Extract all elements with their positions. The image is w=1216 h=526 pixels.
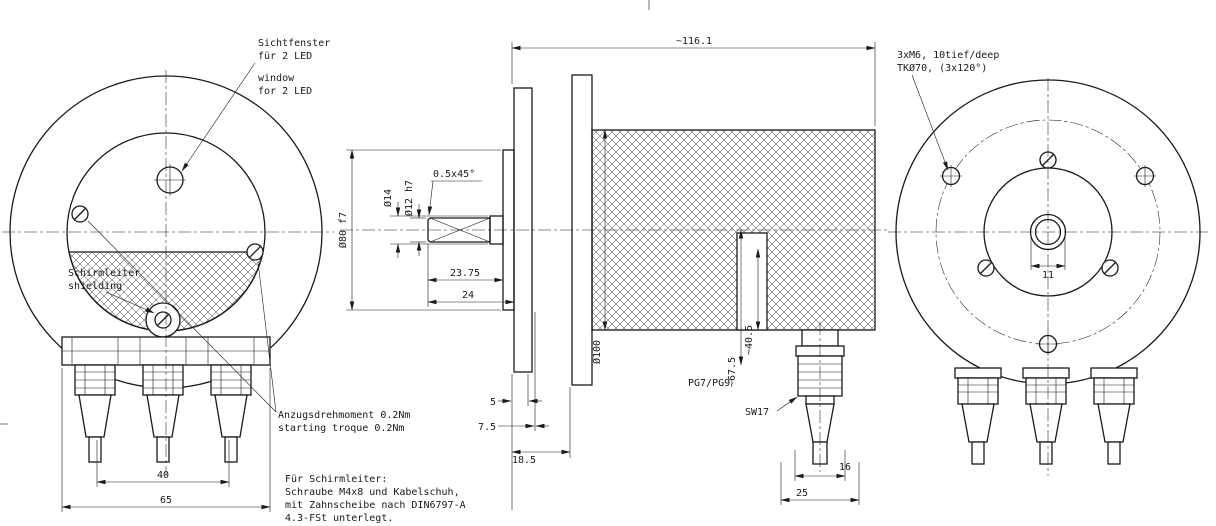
dim-gland-total: 25	[780, 462, 860, 505]
m6-hole	[1134, 165, 1156, 187]
torque-note-en: starting troque 0.2Nm	[278, 423, 404, 434]
m6-hole	[940, 165, 962, 187]
leader-line	[257, 261, 277, 413]
cable-gland	[74, 364, 116, 463]
dim-cable-offset-2-label: ~67.5	[727, 357, 738, 387]
shield-note-en: shielding	[68, 281, 122, 292]
screw-slot	[73, 207, 87, 221]
dim-gland-width: 16	[794, 450, 851, 481]
dim-overall-width: 65	[61, 368, 271, 512]
dim-shaft: Ø12 h7	[403, 180, 426, 256]
cable-gland	[1022, 367, 1070, 465]
cable-gland	[210, 364, 252, 463]
leader-line	[911, 74, 949, 171]
dim-overall-length: ~116.1	[511, 36, 876, 126]
shield-instruction-2: Schraube M4x8 und Kabelschuh,	[285, 487, 460, 498]
shield-instruction-1: Für Schirmleiter:	[285, 474, 387, 485]
dim-center-hole: 11	[1030, 236, 1066, 281]
dim-collar-label: 7.5	[478, 422, 496, 433]
dim-cable-offset-2: ~67.5	[727, 229, 744, 387]
front-screw	[71, 205, 89, 223]
dim-front-section-label: 18.5	[512, 455, 536, 466]
dim-chain-left: 5 7.5 18.5	[478, 312, 571, 510]
screw-slot	[1103, 261, 1117, 275]
cable-gland	[142, 364, 184, 463]
shield-note-de: Schirmleiter	[68, 268, 140, 279]
dim-gland-w-label: 16	[839, 462, 851, 473]
dim-shaft-label: Ø12 h7	[403, 180, 415, 216]
dim-shaft-length-1-label: 23.75	[450, 268, 480, 279]
window-note-de-2: für 2 LED	[258, 51, 312, 62]
dim-gland-pitch: 40	[96, 440, 230, 487]
window-note-en-2: for 2 LED	[258, 86, 312, 97]
leader-line	[181, 62, 256, 172]
leader-line	[427, 180, 434, 216]
gland-thread-label: PG7/PG9	[688, 378, 730, 389]
screw-slot	[979, 261, 993, 275]
shield-screw	[154, 311, 172, 329]
dim-flange-t-label: 5	[490, 397, 496, 408]
cable-gland	[954, 367, 1002, 465]
dim-shaft-hub-label: Ø14	[382, 189, 394, 207]
screw-slot	[248, 245, 262, 259]
dim-overall-width-label: 65	[160, 495, 172, 506]
mount-note-2: TKØ70, (3x120°)	[897, 62, 987, 74]
leader-line	[105, 291, 155, 314]
dim-shaft-length-1: 23.75	[427, 244, 504, 307]
dim-cable-offset-1-label: ~40.5	[744, 325, 755, 355]
cable-gland	[1090, 367, 1138, 465]
leader-line	[87, 220, 277, 413]
dim-shaft-hub: Ø14	[382, 189, 488, 258]
shield-instruction-3: mit Zahnscheibe nach DIN6797-A	[285, 500, 466, 511]
rear-screw	[1101, 259, 1119, 277]
dim-flange-fit-label: Ø80 f7	[337, 212, 349, 248]
chamfer-label: 0.5x45°	[433, 169, 475, 180]
dim-flange-fit: Ø80 f7	[337, 149, 501, 311]
front-view: 40 65 Sichtfenster für 2 LED window for …	[2, 38, 466, 524]
leader-line	[776, 396, 798, 412]
dim-gland-pitch-label: 40	[157, 470, 169, 481]
window-note-en-1: window	[258, 73, 295, 84]
rear-screw	[977, 259, 995, 277]
window-note-de-1: Sichtfenster	[258, 38, 330, 49]
cable-channel	[736, 232, 768, 331]
side-view: ~116.1 0.5x45° Ø80 f7 Ø14 Ø12 h7	[337, 36, 890, 510]
wrench-size-label: SW17	[745, 407, 769, 418]
torque-note-de: Anzugsdrehmoment 0.2Nm	[278, 410, 410, 421]
screw-slot	[156, 313, 170, 327]
dim-center-hole-label: 11	[1042, 270, 1054, 281]
dim-body-label: Ø100	[591, 340, 603, 364]
shield-instruction-4: 4.3-FSt unterlegt.	[285, 513, 393, 524]
front-screw	[246, 243, 264, 261]
dim-cable-offset-1: ~40.5	[744, 248, 761, 355]
rear-view: 11 3xM6, 10tief/deep TKØ70, (3x120°)	[888, 50, 1208, 476]
dim-gland-total-label: 25	[796, 488, 808, 499]
dim-shaft-length-2-label: 24	[462, 290, 474, 301]
dim-shaft-length-2: 24	[427, 290, 515, 305]
dim-overall-length-label: ~116.1	[676, 36, 712, 47]
dim-body: Ø100	[591, 129, 608, 364]
mount-note-1: 3xM6, 10tief/deep	[897, 50, 999, 61]
